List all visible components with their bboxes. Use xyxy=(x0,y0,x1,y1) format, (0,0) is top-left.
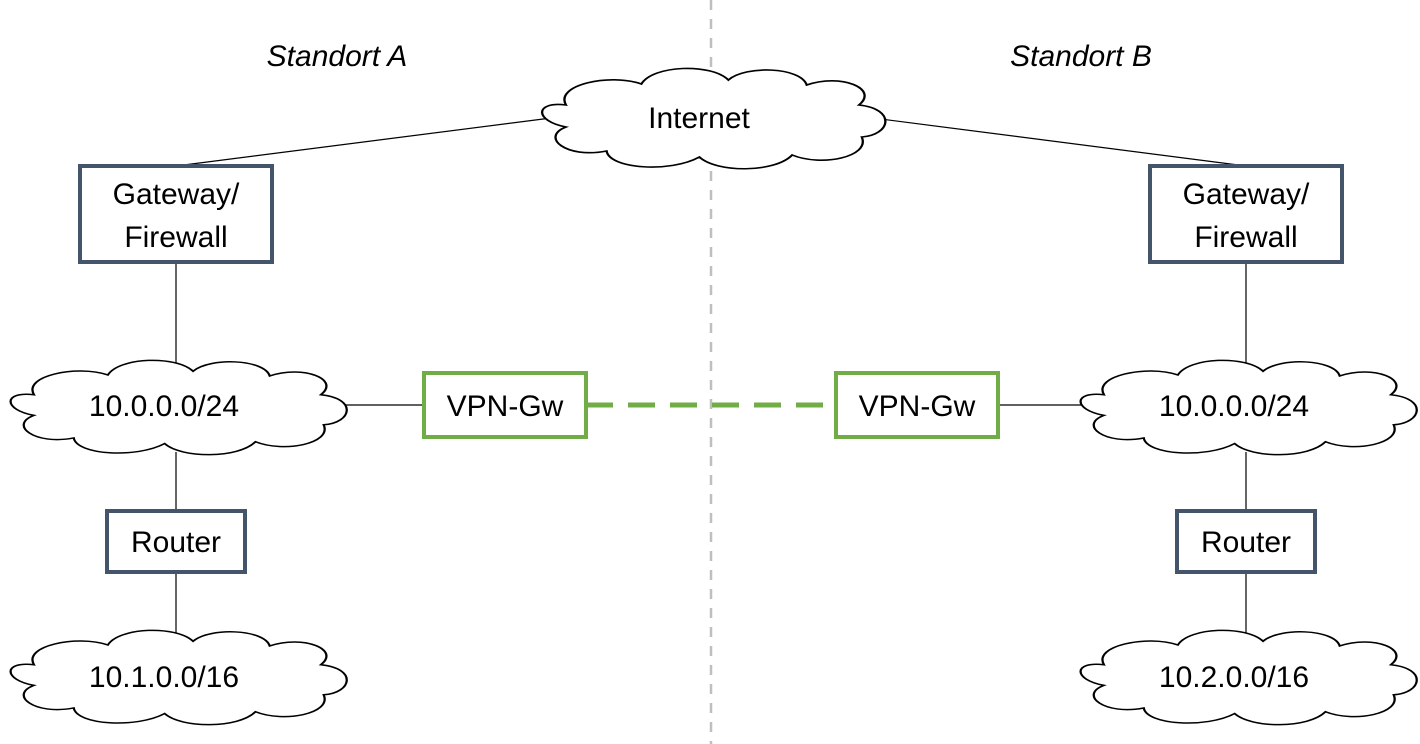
gateway-b-label-line1: Gateway/ xyxy=(1183,178,1310,211)
lan-cloud-a: 10.0.0.0/24 xyxy=(9,359,348,456)
connections xyxy=(175,117,1247,636)
gateway-firewall-b: Gateway/ Firewall xyxy=(1148,164,1344,264)
gateway-b-label-line2: Firewall xyxy=(1194,221,1297,254)
site-b-label: Standort B xyxy=(1010,40,1152,73)
lan-a-label: 10.0.0.0/24 xyxy=(89,390,239,423)
vpn-gateway-b-label: VPN-Gw xyxy=(859,390,976,423)
vpn-gateway-a: VPN-Gw xyxy=(422,371,588,439)
gateway-a-label-line2: Firewall xyxy=(124,221,227,254)
subnet-b-label: 10.2.0.0/16 xyxy=(1159,661,1309,694)
subnet-a-label: 10.1.0.0/16 xyxy=(89,661,239,694)
router-a: Router xyxy=(105,509,247,574)
subnet-cloud-b: 10.2.0.0/16 xyxy=(1079,629,1418,726)
router-a-label: Router xyxy=(131,526,221,559)
lan-b-label: 10.0.0.0/24 xyxy=(1159,390,1309,423)
router-b: Router xyxy=(1175,509,1317,574)
internet-cloud: Internet xyxy=(540,67,887,170)
vpn-gateway-a-label: VPN-Gw xyxy=(447,390,564,423)
router-b-label: Router xyxy=(1201,526,1291,559)
lan-cloud-b: 10.0.0.0/24 xyxy=(1079,359,1418,456)
internet-label: Internet xyxy=(648,102,750,135)
link-internet-gateway-a xyxy=(175,117,552,167)
vpn-gateway-b: VPN-Gw xyxy=(834,371,1000,439)
gateway-a-label-line1: Gateway/ xyxy=(113,178,240,211)
site-a-label: Standort A xyxy=(267,40,408,73)
subnet-cloud-a: 10.1.0.0/16 xyxy=(9,629,348,726)
gateway-firewall-a: Gateway/ Firewall xyxy=(78,164,274,264)
link-internet-gateway-b xyxy=(872,117,1247,167)
